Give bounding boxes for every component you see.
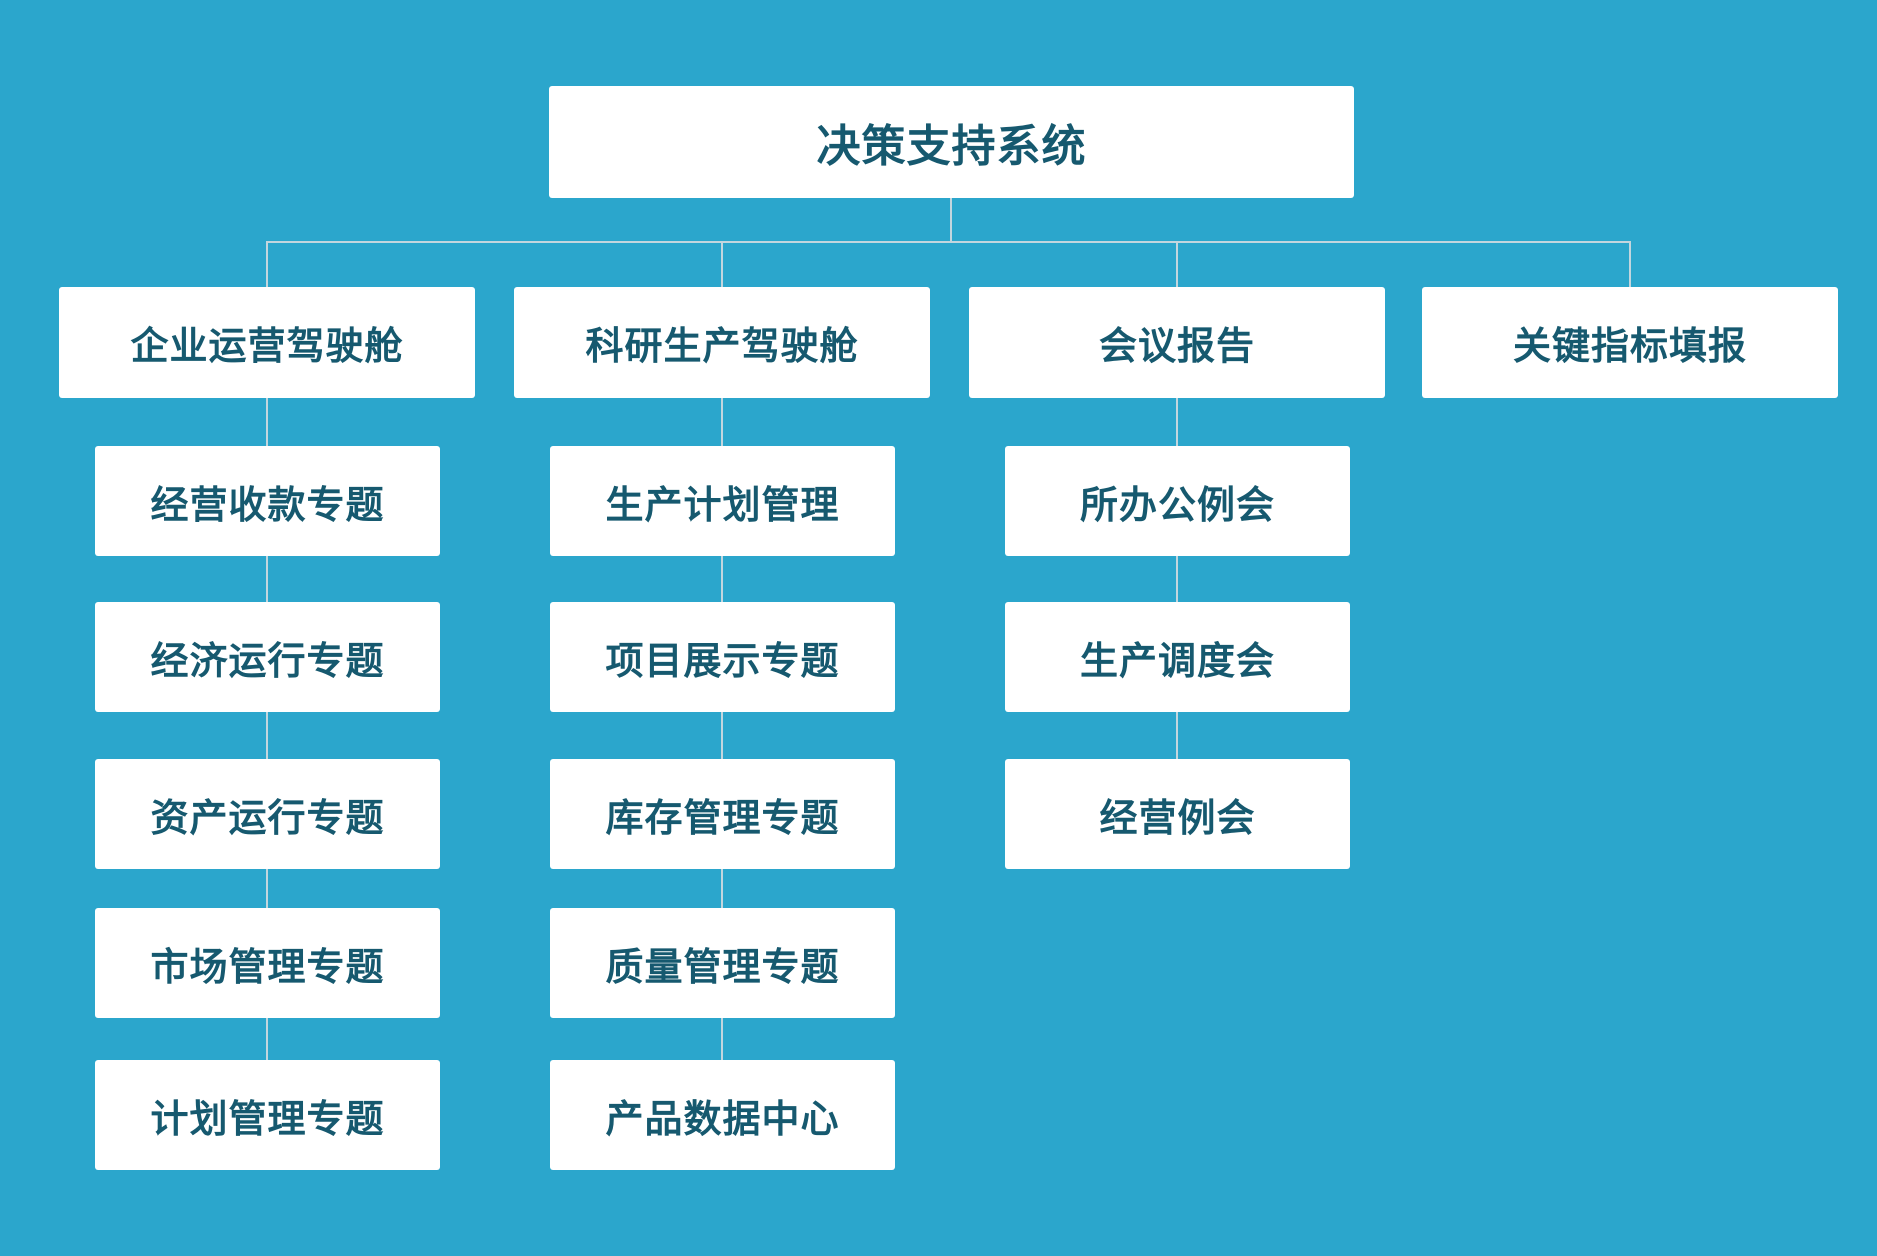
connector-column-3 [1176, 398, 1178, 759]
connector-column-2 [721, 398, 723, 1060]
node-child-1-4: 产品数据中心 [550, 1060, 895, 1170]
node-child-0-3: 市场管理专题 [95, 908, 440, 1018]
node-child-0-0: 经营收款专题 [95, 446, 440, 556]
connector-branch-stub [266, 241, 268, 287]
connector-root-stub [950, 198, 952, 242]
node-root: 决策支持系统 [549, 86, 1354, 198]
connector-column-1 [266, 398, 268, 1060]
node-branch-2: 会议报告 [969, 287, 1385, 398]
connector-branch-stub [721, 241, 723, 287]
node-branch-0: 企业运营驾驶舱 [59, 287, 475, 398]
node-child-0-1: 经济运行专题 [95, 602, 440, 712]
node-child-1-3: 质量管理专题 [550, 908, 895, 1018]
connector-horizontal-rail [266, 241, 1631, 243]
node-branch-3: 关键指标填报 [1422, 287, 1838, 398]
node-child-0-4: 计划管理专题 [95, 1060, 440, 1170]
node-child-2-1: 生产调度会 [1005, 602, 1350, 712]
node-child-2-2: 经营例会 [1005, 759, 1350, 869]
node-branch-1: 科研生产驾驶舱 [514, 287, 930, 398]
node-child-2-0: 所办公例会 [1005, 446, 1350, 556]
node-child-1-1: 项目展示专题 [550, 602, 895, 712]
connector-branch-stub [1176, 241, 1178, 287]
node-child-0-2: 资产运行专题 [95, 759, 440, 869]
connector-branch-stub [1629, 241, 1631, 287]
node-child-1-0: 生产计划管理 [550, 446, 895, 556]
node-child-1-2: 库存管理专题 [550, 759, 895, 869]
